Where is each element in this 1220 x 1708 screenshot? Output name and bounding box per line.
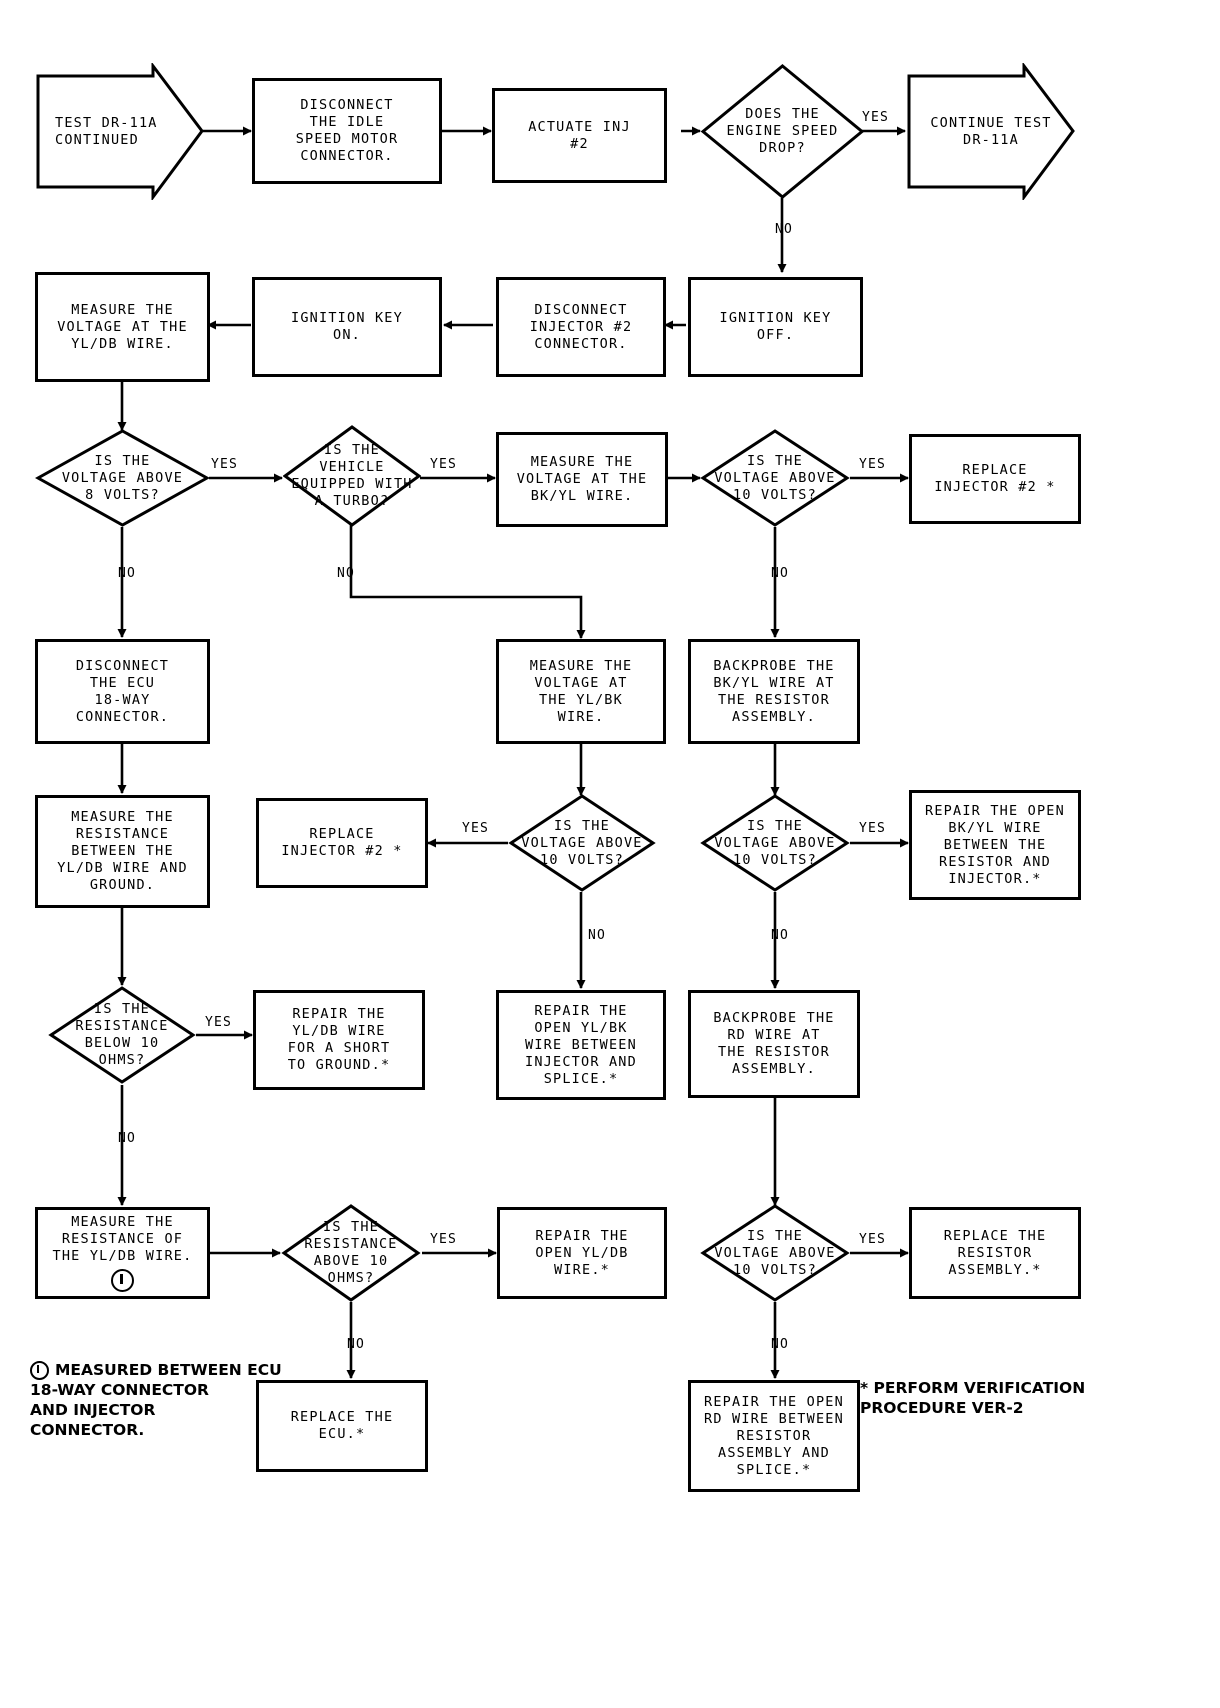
edge-label-no-below10: NO xyxy=(118,1131,137,1146)
node-measure-voltage-yldb-label: MEASURE THE VOLTAGE AT THE YL/DB WIRE. xyxy=(57,301,188,352)
node-replace-ecu-label: REPLACE THE ECU.* xyxy=(290,1409,394,1442)
node-disconnect-injector-connector-label: DISCONNECT INJECTOR #2 CONNECTOR. xyxy=(529,301,633,352)
edge-label-yes-above10-a: YES xyxy=(859,457,887,472)
node-replace-injector-a: REPLACE INJECTOR #2 * xyxy=(909,434,1081,524)
node-question-resistance-below-10-label: IS THE RESISTANCE BELOW 10 OHMS? xyxy=(75,1001,169,1068)
edge-label-no-above10-d: NO xyxy=(771,1337,790,1352)
edge-label-yes-turbo: YES xyxy=(430,457,458,472)
node-question-engine-speed-drop: DOES THE ENGINE SPEED DROP? xyxy=(700,63,865,200)
node-measure-voltage-bkyl: MEASURE THE VOLTAGE AT THE BK/YL WIRE. xyxy=(496,432,668,527)
node-repair-yldb-short: REPAIR THE YL/DB WIRE FOR A SHORT TO GRO… xyxy=(253,990,425,1090)
edge-label-yes-speed-drop: YES xyxy=(862,110,890,125)
node-repair-open-rd-label: REPAIR THE OPEN RD WIRE BETWEEN RESISTOR… xyxy=(704,1393,844,1478)
node-replace-injector-b: REPLACE INJECTOR #2 * xyxy=(256,798,428,888)
edge-label-yes-above8: YES xyxy=(211,457,239,472)
node-repair-open-bkyl: REPAIR THE OPEN BK/YL WIRE BETWEEN THE R… xyxy=(909,790,1081,900)
node-repair-yldb-short-label: REPAIR THE YL/DB WIRE FOR A SHORT TO GRO… xyxy=(287,1006,391,1073)
node-backprobe-rd-label: BACKPROBE THE RD WIRE AT THE RESISTOR AS… xyxy=(713,1010,835,1077)
node-ignition-key-on-label: IGNITION KEY ON. xyxy=(291,310,403,343)
node-measure-resistance-yldb-label: MEASURE THE RESISTANCE OF THE YL/DB WIRE… xyxy=(52,1214,193,1264)
node-question-resistance-below-10: IS THE RESISTANCE BELOW 10 OHMS? xyxy=(48,985,196,1085)
node-disconnect-injector-connector: DISCONNECT INJECTOR #2 CONNECTOR. xyxy=(496,277,666,377)
footnote-marker-one-icon xyxy=(111,1269,134,1292)
node-measure-resistance-ground: MEASURE THE RESISTANCE BETWEEN THE YL/DB… xyxy=(35,795,210,908)
node-continue-test: CONTINUE TEST DR-11A xyxy=(906,63,1076,200)
node-disconnect-ecu: DISCONNECT THE ECU 18-WAY CONNECTOR. xyxy=(35,639,210,744)
node-question-voltage-above-10-b: IS THE VOLTAGE ABOVE 10 VOLTS? xyxy=(508,793,656,893)
footnote-circle-one-text: MEASURED BETWEEN ECU 18-WAY CONNECTOR AN… xyxy=(30,1361,282,1439)
node-repair-open-ylbk-label: REPAIR THE OPEN YL/BK WIRE BETWEEN INJEC… xyxy=(525,1002,637,1087)
node-start-label: TEST DR-11A CONTINUED xyxy=(55,114,158,148)
edge-label-no-above10-a: NO xyxy=(771,566,790,581)
node-actuate-injector-label: ACTUATE INJ #2 xyxy=(528,118,631,152)
edge-label-no-above8: NO xyxy=(118,566,137,581)
edge-label-yes-above10-d: YES xyxy=(859,1232,887,1247)
node-measure-resistance-yldb: MEASURE THE RESISTANCE OF THE YL/DB WIRE… xyxy=(35,1207,210,1299)
node-measure-voltage-yldb: MEASURE THE VOLTAGE AT THE YL/DB WIRE. xyxy=(35,272,210,382)
edge-label-no-above10-b: NO xyxy=(588,928,607,943)
edge-label-yes-above10-b: YES xyxy=(462,821,490,836)
node-continue-test-label: CONTINUE TEST DR-11A xyxy=(930,114,1052,148)
edge-label-no-turbo: NO xyxy=(337,566,356,581)
node-question-voltage-above-10-b-label: IS THE VOLTAGE ABOVE 10 VOLTS? xyxy=(521,817,643,868)
node-question-engine-speed-drop-label: DOES THE ENGINE SPEED DROP? xyxy=(726,106,839,156)
node-question-voltage-above-10-a-label: IS THE VOLTAGE ABOVE 10 VOLTS? xyxy=(714,452,836,503)
node-disconnect-ecu-label: DISCONNECT THE ECU 18-WAY CONNECTOR. xyxy=(75,657,170,725)
footnote-asterisk-text: * PERFORM VERIFICATION PROCEDURE VER-2 xyxy=(860,1379,1086,1417)
node-ignition-key-on: IGNITION KEY ON. xyxy=(252,277,442,377)
node-question-turbo-label: IS THE VEHICLE EQUIPPED WITH A TURBO? xyxy=(291,442,413,509)
node-repair-open-bkyl-label: REPAIR THE OPEN BK/YL WIRE BETWEEN THE R… xyxy=(925,802,1065,887)
edge-label-yes-res-above10: YES xyxy=(430,1232,458,1247)
edge-label-no-res-above10: NO xyxy=(347,1337,366,1352)
node-backprobe-bkyl: BACKPROBE THE BK/YL WIRE AT THE RESISTOR… xyxy=(688,639,860,744)
node-question-voltage-above-8: IS THE VOLTAGE ABOVE 8 VOLTS? xyxy=(35,428,210,528)
node-measure-voltage-ylbk-label: MEASURE THE VOLTAGE AT THE YL/BK WIRE. xyxy=(529,657,633,725)
edge-label-yes-below10: YES xyxy=(205,1015,233,1030)
node-replace-resistor-assembly-label: REPLACE THE RESISTOR ASSEMBLY.* xyxy=(943,1227,1047,1278)
node-question-voltage-above-10-d-label: IS THE VOLTAGE ABOVE 10 VOLTS? xyxy=(714,1227,836,1278)
edge-label-yes-above10-c: YES xyxy=(859,821,887,836)
edge-label-no-speed-drop: NO xyxy=(775,222,794,237)
node-repair-open-yldb: REPAIR THE OPEN YL/DB WIRE.* xyxy=(497,1207,667,1299)
edge-label-no-above10-c: NO xyxy=(771,928,790,943)
footnote-circle-one: MEASURED BETWEEN ECU 18-WAY CONNECTOR AN… xyxy=(30,1340,360,1440)
node-measure-voltage-bkyl-label: MEASURE THE VOLTAGE AT THE BK/YL WIRE. xyxy=(516,454,648,504)
footnote-asterisk: * PERFORM VERIFICATION PROCEDURE VER-2 xyxy=(860,1358,1180,1418)
node-question-voltage-above-8-label: IS THE VOLTAGE ABOVE 8 VOLTS? xyxy=(61,452,184,503)
node-measure-resistance-ground-label: MEASURE THE RESISTANCE BETWEEN THE YL/DB… xyxy=(57,809,188,893)
node-replace-resistor-assembly: REPLACE THE RESISTOR ASSEMBLY.* xyxy=(909,1207,1081,1299)
node-ignition-key-off: IGNITION KEY OFF. xyxy=(688,277,863,377)
node-backprobe-rd: BACKPROBE THE RD WIRE AT THE RESISTOR AS… xyxy=(688,990,860,1098)
node-question-voltage-above-10-c: IS THE VOLTAGE ABOVE 10 VOLTS? xyxy=(700,793,850,893)
node-measure-voltage-ylbk: MEASURE THE VOLTAGE AT THE YL/BK WIRE. xyxy=(496,639,666,744)
node-question-resistance-above-10-label: IS THE RESISTANCE ABOVE 10 OHMS? xyxy=(304,1219,398,1286)
footnote-one-marker-icon xyxy=(30,1361,49,1380)
node-repair-open-rd: REPAIR THE OPEN RD WIRE BETWEEN RESISTOR… xyxy=(688,1380,860,1492)
node-repair-open-yldb-label: REPAIR THE OPEN YL/DB WIRE.* xyxy=(535,1227,629,1278)
node-question-voltage-above-10-d: IS THE VOLTAGE ABOVE 10 VOLTS? xyxy=(700,1203,850,1303)
node-backprobe-bkyl-label: BACKPROBE THE BK/YL WIRE AT THE RESISTOR… xyxy=(713,657,835,725)
node-question-voltage-above-10-a: IS THE VOLTAGE ABOVE 10 VOLTS? xyxy=(700,428,850,528)
node-ignition-key-off-label: IGNITION KEY OFF. xyxy=(719,310,832,343)
node-disconnect-idle-speed-motor-label: DISCONNECT THE IDLE SPEED MOTOR CONNECTO… xyxy=(295,97,399,164)
node-repair-open-ylbk: REPAIR THE OPEN YL/BK WIRE BETWEEN INJEC… xyxy=(496,990,666,1100)
node-question-voltage-above-10-c-label: IS THE VOLTAGE ABOVE 10 VOLTS? xyxy=(714,817,836,868)
node-question-resistance-above-10: IS THE RESISTANCE ABOVE 10 OHMS? xyxy=(281,1203,421,1303)
node-start: TEST DR-11A CONTINUED xyxy=(35,63,205,200)
node-replace-injector-b-label: REPLACE INJECTOR #2 * xyxy=(281,826,403,859)
node-question-turbo: IS THE VEHICLE EQUIPPED WITH A TURBO? xyxy=(283,425,421,527)
node-replace-ecu: REPLACE THE ECU.* xyxy=(256,1380,428,1472)
node-replace-injector-a-label: REPLACE INJECTOR #2 * xyxy=(934,462,1056,495)
node-actuate-injector: ACTUATE INJ #2 xyxy=(492,88,667,183)
node-disconnect-idle-speed-motor: DISCONNECT THE IDLE SPEED MOTOR CONNECTO… xyxy=(252,78,442,184)
